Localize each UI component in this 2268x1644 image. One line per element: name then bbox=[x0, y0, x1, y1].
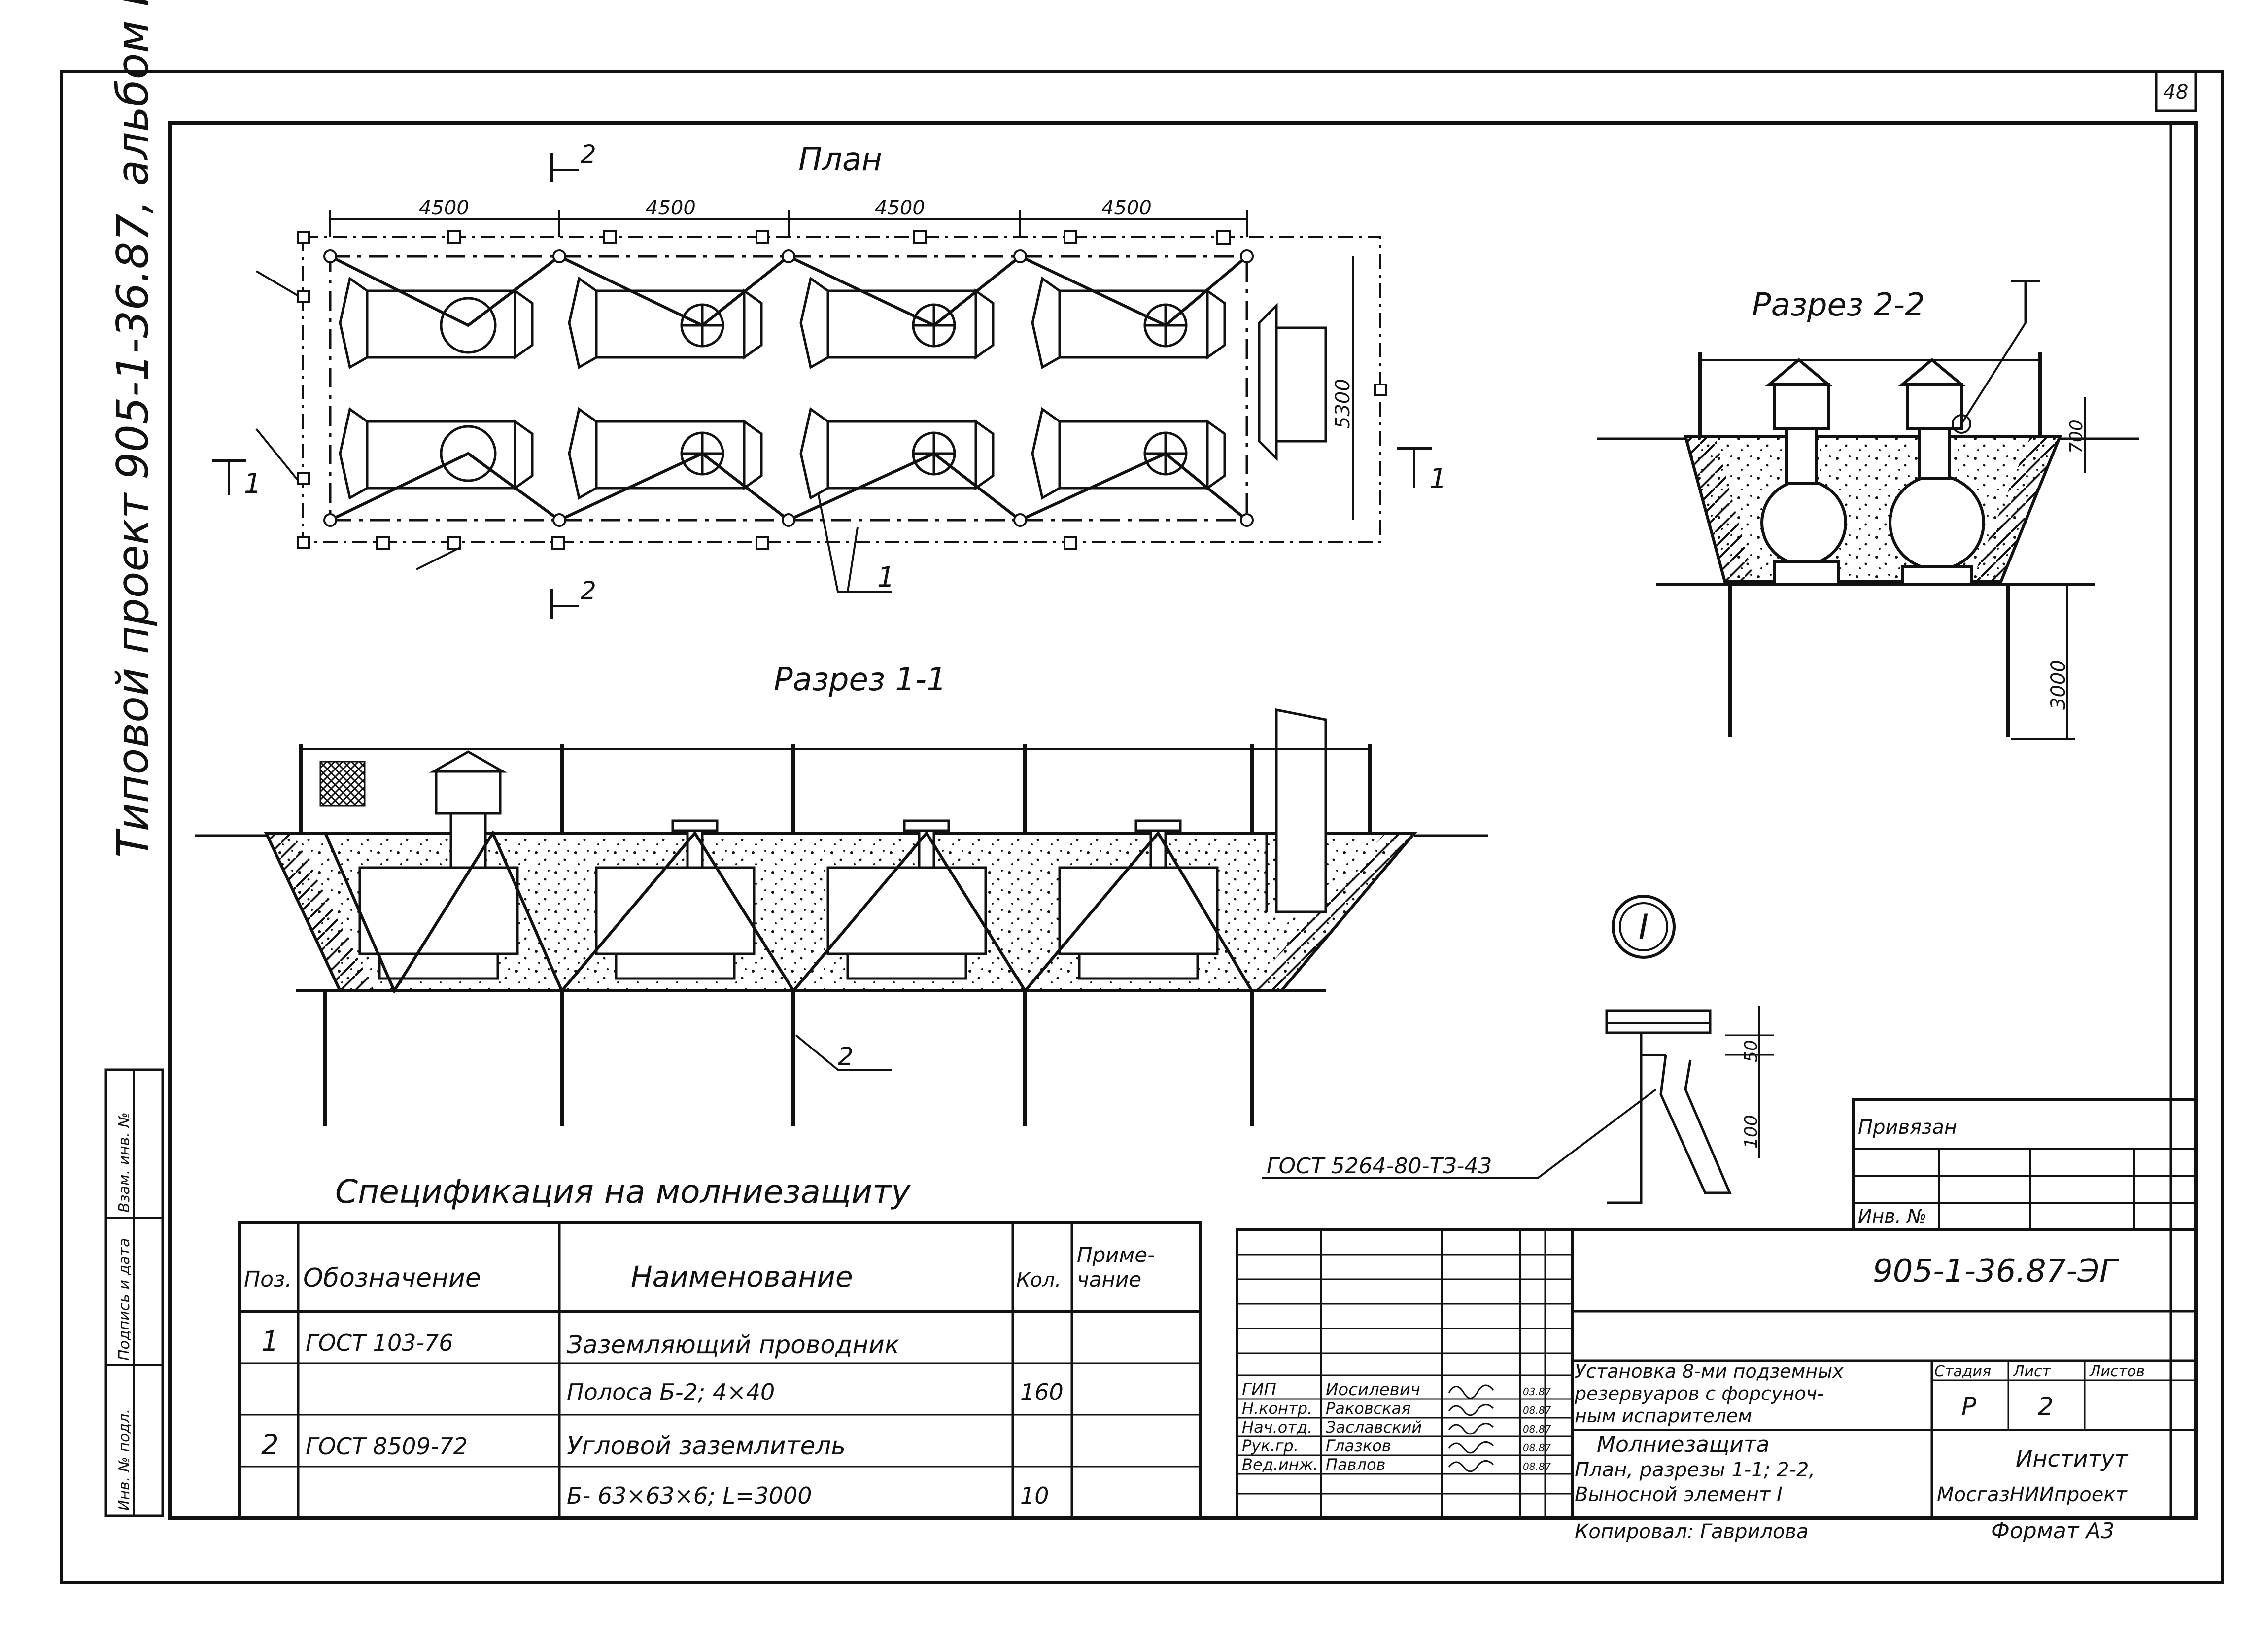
spec-r1-name: Заземляющий проводник bbox=[567, 1330, 899, 1359]
privyazan-label: Привязан bbox=[1858, 1116, 1957, 1139]
spec-header-designation: Обозначение bbox=[303, 1263, 481, 1293]
section-1-1: Разрез 1-1 bbox=[195, 662, 1488, 1126]
dim-span-2: 4500 bbox=[646, 197, 696, 219]
detail-marker: I bbox=[1639, 907, 1649, 947]
person-date-4: 08.87 bbox=[1523, 1442, 1551, 1454]
spec-title: Спецификация на молниезащиту bbox=[335, 1173, 911, 1211]
cut-2-bottom: 2 bbox=[581, 576, 596, 605]
plan-callout-1: 1 bbox=[877, 561, 895, 594]
dim-span-1: 4500 bbox=[419, 197, 469, 219]
project-title-line3: ным испарителем bbox=[1575, 1405, 1752, 1427]
plan-title: План bbox=[798, 141, 882, 178]
sheet-value: 2 bbox=[2038, 1392, 2054, 1421]
person-role-2: Н.контр. bbox=[1242, 1399, 1312, 1418]
drawing-title-line2: План, разрезы 1-1; 2-2, bbox=[1575, 1459, 1815, 1481]
project-title-line2: резервуаров с форсуноч- bbox=[1574, 1383, 1824, 1404]
dim-span-3: 4500 bbox=[875, 197, 925, 219]
spec-header-name: Наименование bbox=[631, 1260, 853, 1294]
left-stamp: Инв. № подл. Подпись и дата Взам. инв. № bbox=[104, 1068, 164, 1517]
specification-table: Спецификация на молниезащиту Поз. Обозна… bbox=[238, 1173, 1202, 1520]
institute-line2: МосгазНИИпроект bbox=[1937, 1483, 2128, 1506]
person-role-4: Рук.гр. bbox=[1242, 1436, 1299, 1455]
title-block: 905-1-36.87-ЭГ ГИП Иосилевич 03.87 Н.кон… bbox=[1236, 1228, 2197, 1520]
detail-element-I: I 50 100 ГОСТ 5264-80-ТЗ-43 bbox=[1262, 895, 1774, 1204]
stamp-vzam-inv: Взам. инв. № bbox=[116, 1112, 133, 1213]
section-2-2: Разрез 2-2 700 30 bbox=[1597, 280, 2139, 740]
dim-detail-top: 50 bbox=[1741, 1040, 1761, 1062]
spec-r2-qty: 160 bbox=[1020, 1379, 1064, 1405]
dim-height-top: 700 bbox=[2066, 420, 2087, 454]
side-project-label: Типовой проект 905-1-36.87, альбом I bbox=[107, 0, 158, 858]
stage-value: Р bbox=[1961, 1392, 1977, 1421]
format-label: Формат А3 bbox=[1991, 1518, 2115, 1543]
section-callout-2: 2 bbox=[838, 1042, 854, 1071]
spec-r3-pos: 2 bbox=[261, 1429, 279, 1461]
spec-r3-designation: ГОСТ 8509-72 bbox=[306, 1433, 468, 1460]
institute-line1: Институт bbox=[2016, 1445, 2128, 1472]
person-date-2: 08.87 bbox=[1523, 1404, 1551, 1416]
person-date-1: 03.87 bbox=[1523, 1386, 1551, 1398]
privyazan-block: Привязан Инв. № bbox=[1852, 1098, 2197, 1231]
spec-r2-name: Полоса Б-2; 4×40 bbox=[567, 1379, 775, 1405]
inv-no-label: Инв. № bbox=[1858, 1205, 1926, 1227]
dim-width: 5300 bbox=[1332, 379, 1354, 429]
spec-r3-name: Угловой заземлитель bbox=[567, 1432, 846, 1460]
spec-r4-name: Б- 63×63×6; L=3000 bbox=[567, 1482, 812, 1509]
spec-header-pos: Поз. bbox=[244, 1267, 292, 1292]
cut-1-right: 1 bbox=[1429, 463, 1447, 495]
weld-gost-ref: ГОСТ 5264-80-ТЗ-43 bbox=[1267, 1154, 1492, 1179]
spec-r1-designation: ГОСТ 103-76 bbox=[306, 1329, 453, 1356]
drawing-code: 905-1-36.87-ЭГ bbox=[1873, 1253, 2119, 1290]
spec-r4-qty: 10 bbox=[1020, 1482, 1049, 1509]
dim-detail-bottom: 100 bbox=[1741, 1115, 1761, 1149]
person-name-5: Павлов bbox=[1326, 1455, 1385, 1474]
person-role-3: Нач.отд. bbox=[1242, 1418, 1312, 1436]
sheets-label: Листов bbox=[2089, 1363, 2145, 1380]
stamp-inv-podl: Инв. № подл. bbox=[116, 1409, 133, 1511]
spec-r1-pos: 1 bbox=[261, 1326, 279, 1358]
stamp-signature-date: Подпись и дата bbox=[116, 1238, 133, 1361]
dim-depth: 3000 bbox=[2047, 660, 2070, 710]
stage-label: Стадия bbox=[1934, 1363, 1991, 1380]
sheet-label: Лист bbox=[2013, 1363, 2052, 1380]
person-name-1: Иосилевич bbox=[1326, 1380, 1420, 1399]
cut-2-top: 2 bbox=[581, 140, 596, 169]
drawing-title-line1: Молниезащита bbox=[1597, 1432, 1769, 1457]
cut-1-left: 1 bbox=[244, 468, 262, 500]
person-role-1: ГИП bbox=[1242, 1380, 1276, 1399]
section22-title: Разрез 2-2 bbox=[1752, 287, 1925, 323]
person-name-3: Заславский bbox=[1326, 1418, 1422, 1436]
sheet-number: 48 bbox=[2164, 81, 2189, 104]
person-name-2: Раковская bbox=[1326, 1399, 1410, 1418]
section11-title: Разрез 1-1 bbox=[774, 662, 947, 698]
project-title-line1: Установка 8-ми подземных bbox=[1575, 1361, 1844, 1382]
spec-header-qty: Кол. bbox=[1016, 1269, 1061, 1292]
plan-view: План 4500 4500 4500 4500 bbox=[212, 140, 1447, 619]
drawing-title-line3: Выносной элемент I bbox=[1575, 1483, 1783, 1506]
person-name-4: Глазков bbox=[1326, 1436, 1391, 1455]
dim-span-4: 4500 bbox=[1101, 197, 1152, 219]
copied-by: Копировал: Гаврилова bbox=[1575, 1520, 1809, 1543]
person-date-5: 08.87 bbox=[1523, 1461, 1551, 1472]
person-date-3: 08.87 bbox=[1523, 1423, 1551, 1435]
spec-header-note: Приме-чание bbox=[1077, 1243, 1155, 1292]
person-role-5: Вед.инж. bbox=[1242, 1455, 1318, 1474]
